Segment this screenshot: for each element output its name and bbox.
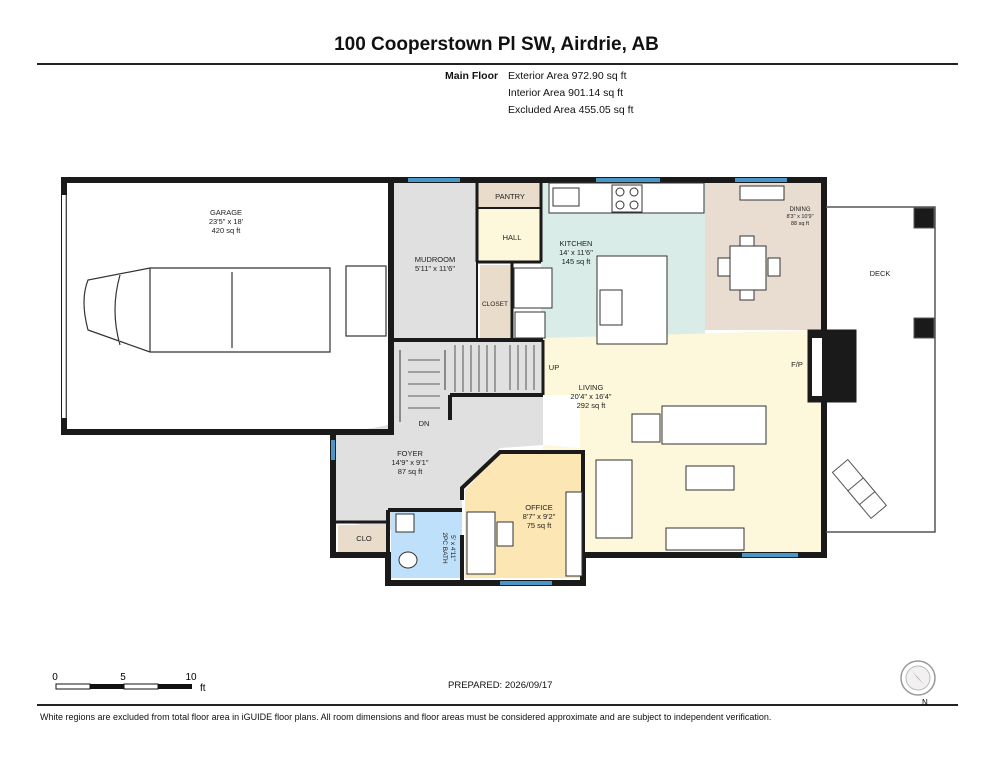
clo-name: CLO: [356, 534, 372, 543]
scale-five: 5: [120, 672, 126, 683]
walls: [61, 177, 857, 586]
scale-unit: ft: [200, 683, 206, 694]
foyer-name: FOYER: [397, 449, 423, 458]
prepared-date: PREPARED: 2026/09/17: [448, 680, 553, 691]
tv-console-icon: [665, 527, 745, 551]
kitchen-dims: 14' x 11'6": [559, 248, 593, 257]
stove-icon: [611, 184, 643, 213]
excluded-area: Excluded Area 455.05 sq ft: [508, 104, 634, 116]
scale-zero: 0: [52, 672, 58, 683]
coffee-table-icon: [685, 465, 735, 491]
sink-icon: [395, 513, 415, 533]
dining-dims: 8'3" x 10'9": [786, 214, 813, 220]
garage-area: 420 sq ft: [212, 226, 242, 235]
living-name: LIVING: [579, 383, 604, 392]
car-icon: [83, 265, 387, 353]
compass-icon: N: [900, 660, 936, 707]
mudroom-dims: 5'11" x 11'6": [415, 264, 455, 273]
deck-name: DECK: [870, 269, 891, 278]
interior-area: Interior Area 901.14 sq ft: [508, 87, 623, 99]
office-area: 75 sq ft: [527, 521, 553, 530]
garage-name: GARAGE: [210, 208, 242, 217]
windows: [331, 178, 798, 585]
living-dims: 20'4" x 16'4": [570, 392, 611, 401]
foyer-dims: 14'9" x 9'1": [392, 458, 429, 467]
disclaimer: White regions are excluded from total fl…: [40, 712, 772, 722]
deck: [826, 206, 936, 533]
garage-dims: 23'5" x 18': [209, 217, 244, 226]
dn-label: DN: [419, 419, 430, 428]
foyer-floor: [336, 395, 543, 530]
kitchen-fixtures: [513, 182, 705, 345]
hall-name: HALL: [503, 233, 522, 242]
toilet-icon: [398, 551, 418, 569]
floor-name: Main Floor: [445, 70, 499, 82]
bath-dims: 5' x 4'11": [449, 535, 456, 561]
office-furniture: [466, 491, 583, 577]
clo-floor: [338, 525, 388, 553]
fireplace-label: F/P: [791, 360, 803, 369]
hall-floor: [477, 208, 541, 263]
closet-name: CLOSET: [482, 301, 508, 308]
up-label: UP: [549, 363, 559, 372]
page-title: 100 Cooperstown Pl SW, Airdrie, AB: [334, 34, 659, 55]
kitchen-name: KITCHEN: [560, 239, 593, 248]
bath-name: 2PC BATH: [441, 532, 448, 564]
armchair-icon: [631, 413, 661, 443]
living-area: 292 sq ft: [577, 401, 607, 410]
mudroom-floor: [393, 183, 477, 338]
living-furniture: [595, 405, 767, 551]
compass-north: N: [922, 698, 928, 707]
dining-table-icon: [717, 185, 785, 301]
foyer-area: 87 sq ft: [398, 467, 424, 476]
pantry-name: PANTRY: [495, 192, 525, 201]
pantry-floor: [477, 183, 541, 208]
loveseat-icon: [595, 459, 633, 539]
footer-rule: [37, 704, 958, 706]
dining-area: 88 sq ft: [791, 221, 810, 227]
kitchen-area: 145 sq ft: [562, 257, 592, 266]
dining-name: DINING: [790, 207, 811, 213]
closet-floor: [480, 265, 512, 338]
exterior-area: Exterior Area 972.90 sq ft: [508, 70, 627, 82]
lounge-chair-icon: [831, 458, 888, 520]
office-name: OFFICE: [525, 503, 553, 512]
sink-icon: [599, 289, 623, 326]
header-rule: [37, 63, 958, 65]
scale-ten: 10: [185, 672, 197, 683]
office-dims: 8'7" x 9'2": [523, 512, 556, 521]
staircase: [399, 345, 535, 422]
room-labels: GARAGE 23'5" x 18' 420 sq ft MUDROOM 5'1…: [209, 192, 891, 564]
bath-fixtures: [395, 513, 418, 569]
sofa-icon: [661, 405, 767, 445]
mudroom-name: MUDROOM: [415, 255, 455, 264]
scale-bar: 0 5 10 ft: [52, 672, 206, 694]
